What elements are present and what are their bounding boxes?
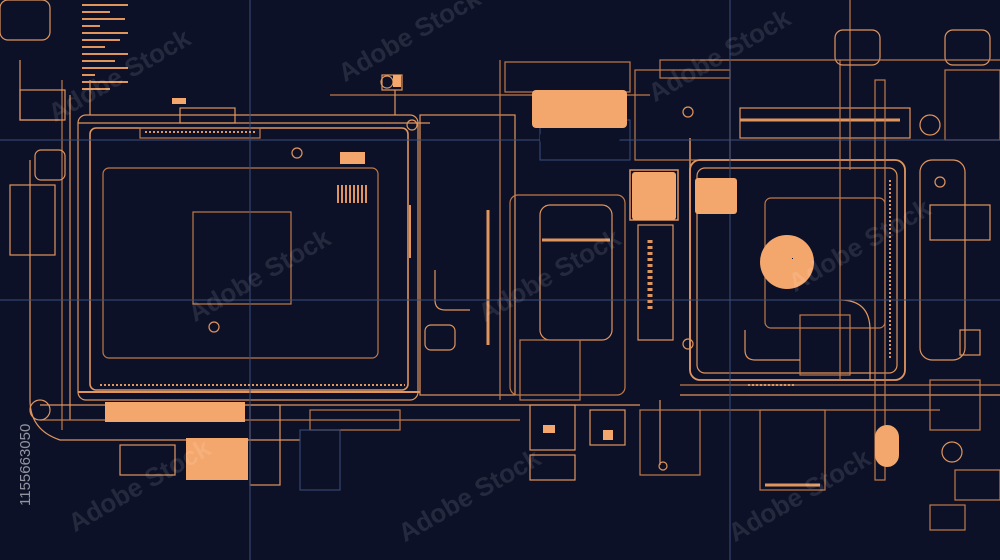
round-sensor	[760, 235, 814, 289]
mid-frame	[419, 114, 516, 396]
main-board-panel	[102, 167, 379, 359]
top-strip	[139, 127, 261, 139]
main-board-outline	[77, 114, 419, 401]
capsule	[539, 204, 613, 341]
main-board-inner	[89, 127, 409, 391]
chip-square	[192, 211, 292, 305]
right-board-outline	[689, 159, 906, 381]
right-board-inner	[696, 167, 898, 374]
